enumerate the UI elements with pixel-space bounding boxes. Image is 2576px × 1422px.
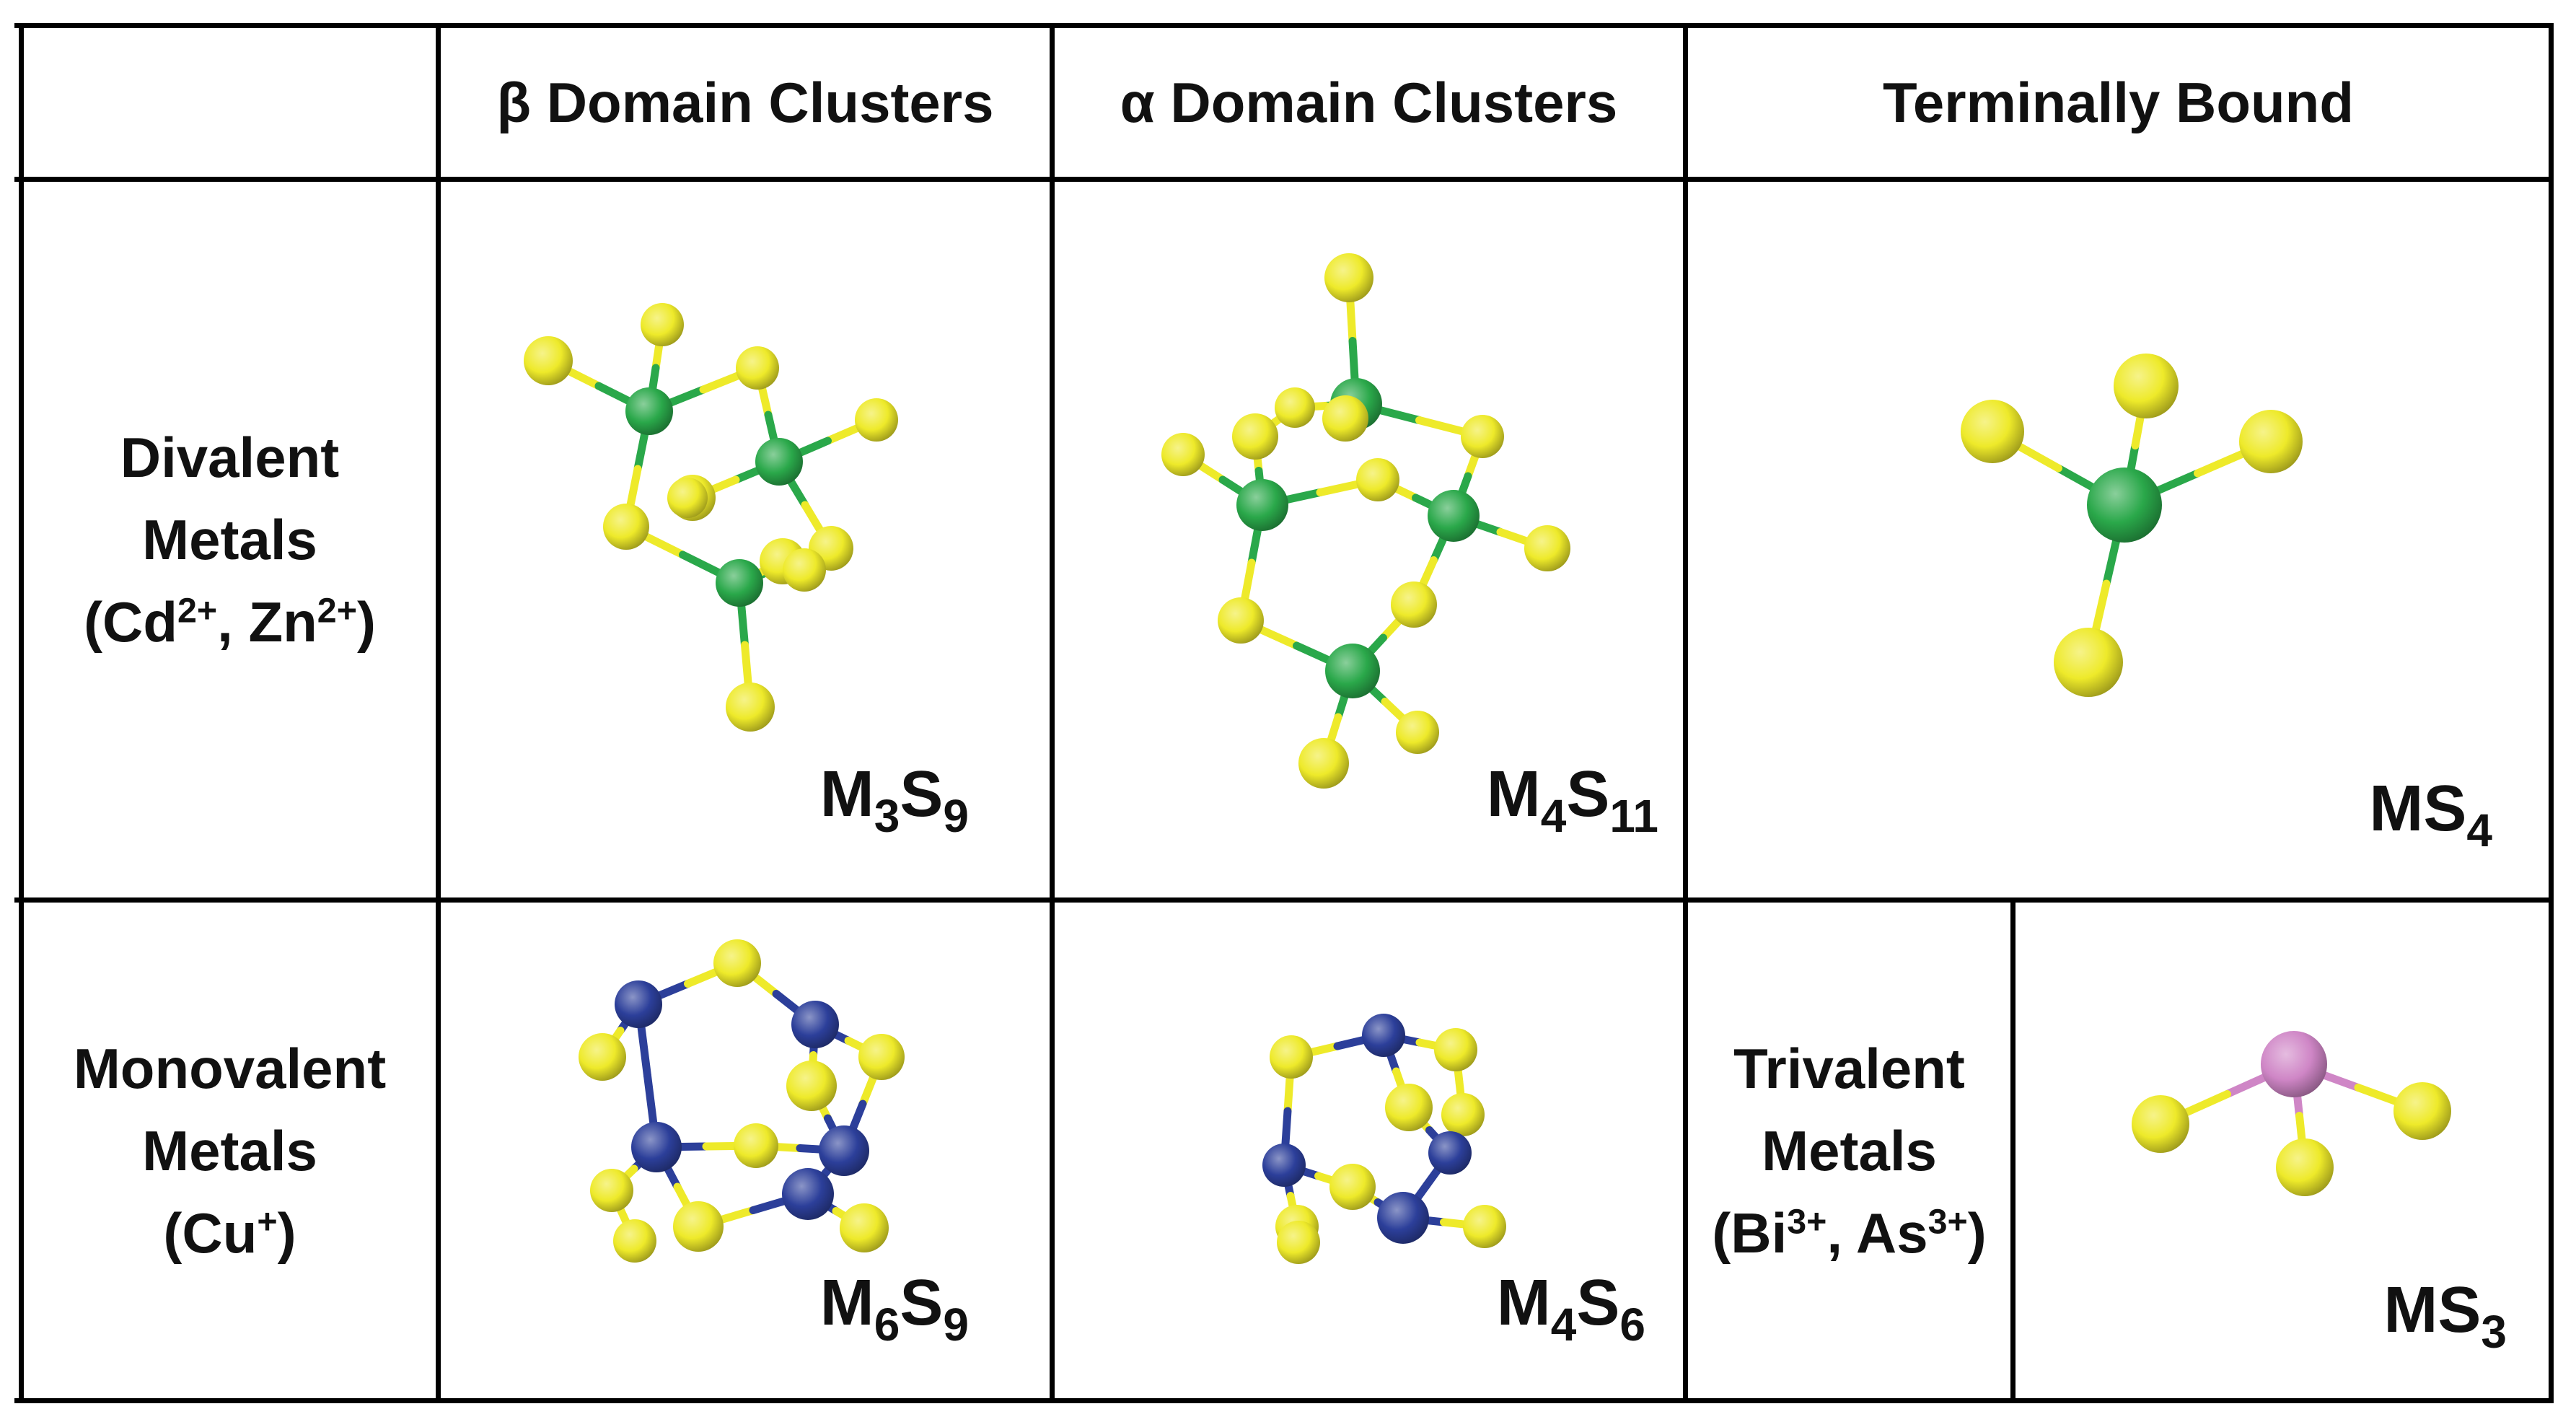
metal-atom (2261, 1031, 2327, 1097)
sulfur-atom (840, 1203, 889, 1252)
metal-atom (1236, 479, 1288, 531)
sulfur-atom (667, 478, 708, 518)
sulfur-atom (1298, 738, 1349, 789)
sulfur-atom (1524, 525, 1570, 571)
sulfur-atom (1385, 1084, 1433, 1131)
monovalent-line1: Monovalent (73, 1036, 387, 1100)
metal-atom (1262, 1144, 1306, 1187)
sulfur-atom (603, 504, 649, 550)
table-border-right (2549, 23, 2554, 1403)
sulfur-atom (1329, 1164, 1376, 1210)
sulfur-atom (783, 548, 826, 592)
trivalent-line2: Metals (1762, 1118, 1937, 1182)
metal-atom (791, 1001, 839, 1048)
sulfur-atom (734, 1123, 778, 1168)
sulfur-atom (1961, 400, 2024, 463)
row-label-trivalent: Trivalent Metals (Bi3+, As3+) (1688, 903, 2010, 1398)
row-label-divalent: Divalent Metals (Cd2+, Zn2+) (24, 182, 436, 897)
table-border-bottom (14, 1398, 2554, 1403)
metal-atom (1428, 1131, 1472, 1175)
sulfur-atom (1277, 1221, 1320, 1264)
header-terminally-bound: Terminally Bound (1883, 70, 2354, 134)
metal-atom (1377, 1192, 1429, 1244)
metal-atom (716, 559, 763, 607)
sulfur-atom (613, 1219, 656, 1263)
column-divider-3 (1683, 23, 1688, 1403)
formula-ms4: MS4 (2369, 773, 2492, 856)
sulfur-atom (641, 303, 684, 346)
metal-atom (755, 438, 803, 486)
sulfur-atom (726, 683, 775, 732)
metal-atom (782, 1168, 834, 1220)
sulfur-atom (524, 336, 573, 385)
monovalent-ions: (Cu+) (163, 1201, 296, 1265)
formula-m3s9: M3S9 (819, 758, 969, 842)
sulfur-atom (1270, 1035, 1313, 1079)
metal-atom (1325, 644, 1380, 698)
sulfur-atom (855, 398, 898, 442)
sulfur-atom (1322, 395, 1368, 442)
sulfur-atom (1434, 1028, 1477, 1071)
header-beta-domain: β Domain Clusters (496, 70, 994, 134)
metal-atom (1362, 1014, 1405, 1057)
sulfur-atom (1275, 387, 1315, 428)
sulfur-atom (736, 346, 779, 390)
sulfur-atom (1161, 433, 1205, 476)
sulfur-atom (713, 939, 761, 987)
sulfur-atom (1396, 711, 1439, 754)
sulfur-atom (2114, 354, 2179, 418)
monovalent-line2: Metals (142, 1118, 317, 1182)
sulfur-atom (579, 1033, 626, 1081)
formula-m4s6: M4S6 (1496, 1267, 1645, 1351)
metal-atom (2087, 468, 2162, 543)
metal-atom (1428, 490, 1480, 542)
table-border-top (14, 23, 2554, 28)
metal-atom (631, 1122, 682, 1172)
header-divider (14, 177, 2554, 182)
formula-ms3: MS3 (2383, 1274, 2507, 1358)
sulfur-atom (2239, 410, 2303, 473)
metal-atom (819, 1125, 869, 1176)
sulfur-atom (2393, 1082, 2451, 1140)
sulfur-atom (1356, 458, 1399, 501)
sulfur-atom (1232, 413, 1278, 460)
sulfur-atom (2132, 1095, 2189, 1153)
metal-atom (625, 387, 673, 435)
formula-m4s11: M4S11 (1486, 758, 1658, 842)
sulfur-atom (1324, 253, 1373, 302)
sulfur-atom (1461, 415, 1504, 458)
formula-m6s9: M6S9 (819, 1267, 969, 1351)
metal-atom (615, 980, 662, 1028)
sulfur-atom (786, 1061, 837, 1111)
trivalent-divider (2010, 897, 2015, 1403)
table-border-left (19, 23, 24, 1403)
divalent-line2: Metals (142, 508, 317, 571)
sulfur-atom (858, 1034, 905, 1080)
trivalent-ions: (Bi3+, As3+) (1712, 1201, 1987, 1265)
sulfur-atom (1463, 1205, 1506, 1248)
sulfur-atom (1391, 581, 1437, 628)
row-divider (14, 897, 2554, 903)
sulfur-atom (2276, 1138, 2334, 1196)
divalent-line1: Divalent (120, 426, 340, 489)
sulfur-atom (2054, 628, 2123, 697)
row-label-monovalent: Monovalent Metals (Cu+) (24, 903, 436, 1398)
column-divider-2 (1050, 23, 1055, 1403)
sulfur-atom (1218, 597, 1264, 644)
header-alpha-domain: α Domain Clusters (1120, 70, 1618, 134)
sulfur-atom (673, 1201, 724, 1252)
trivalent-line1: Trivalent (1733, 1036, 1965, 1100)
column-divider-1 (436, 23, 441, 1403)
sulfur-atom (1441, 1093, 1485, 1136)
divalent-ions: (Cd2+, Zn2+) (84, 590, 376, 654)
sulfur-atom (590, 1169, 633, 1212)
